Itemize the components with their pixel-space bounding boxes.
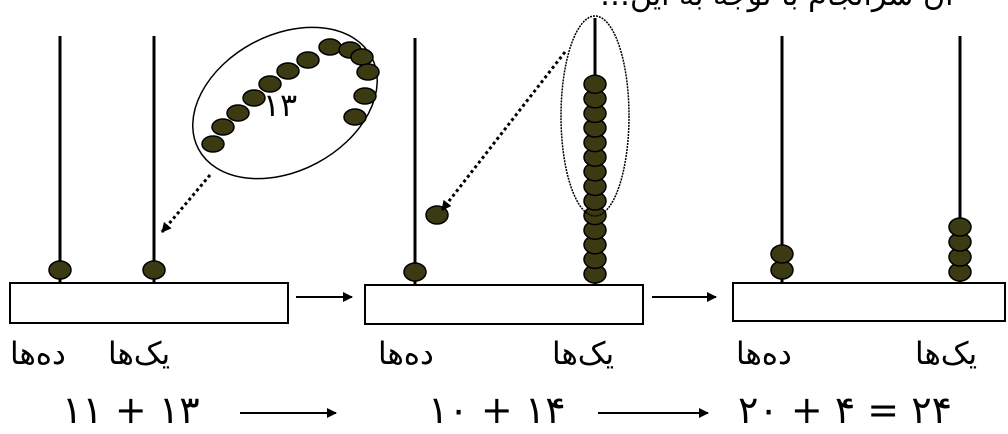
tens-label-2: ده‌ها bbox=[378, 336, 434, 372]
bead bbox=[354, 88, 376, 104]
bead bbox=[143, 261, 165, 279]
bead bbox=[202, 136, 224, 152]
bead bbox=[243, 90, 265, 106]
panel-2 bbox=[365, 16, 643, 324]
bead bbox=[49, 261, 71, 279]
bead bbox=[277, 63, 299, 79]
panel-1: ۱۳ bbox=[10, 0, 403, 323]
bead bbox=[404, 263, 426, 281]
equation-3: ۲۰ + ۴ = ۲۴ bbox=[738, 388, 952, 432]
ones-label-3: یک‌ها bbox=[915, 336, 977, 372]
panel-3 bbox=[733, 36, 1005, 321]
equation-1: ۱۱ + ۱۳ bbox=[62, 388, 200, 432]
bead bbox=[949, 218, 971, 236]
equation-2: ۱۰ + ۱۴ bbox=[428, 388, 566, 432]
bead bbox=[351, 49, 373, 65]
abacus-base-2 bbox=[365, 285, 643, 324]
bead bbox=[771, 245, 793, 263]
transfer-arrow-2 bbox=[442, 52, 565, 210]
ones-label-1: یک‌ها bbox=[108, 336, 170, 372]
abacus-base-3 bbox=[733, 283, 1005, 321]
bead bbox=[584, 75, 606, 93]
ones-beads-1 bbox=[143, 261, 165, 279]
tens-beads-2 bbox=[404, 263, 426, 281]
abacus-base-1 bbox=[10, 283, 288, 323]
bead bbox=[212, 119, 234, 135]
bead bbox=[357, 64, 379, 80]
group-value-label: ۱۳ bbox=[263, 86, 297, 124]
moved-bead bbox=[426, 206, 448, 224]
ones-beads-2 bbox=[584, 75, 606, 283]
tens-beads-3 bbox=[771, 245, 793, 279]
tens-label-3: ده‌ها bbox=[736, 336, 792, 372]
transfer-arrow-1 bbox=[162, 175, 210, 232]
bead bbox=[297, 52, 319, 68]
bead bbox=[227, 105, 249, 121]
ones-label-2: یک‌ها bbox=[552, 336, 614, 372]
ones-beads-3 bbox=[949, 218, 971, 281]
bead bbox=[344, 109, 366, 125]
tens-beads-1 bbox=[49, 261, 71, 279]
tens-label-1: ده‌ها bbox=[10, 336, 66, 372]
bead bbox=[319, 39, 341, 55]
